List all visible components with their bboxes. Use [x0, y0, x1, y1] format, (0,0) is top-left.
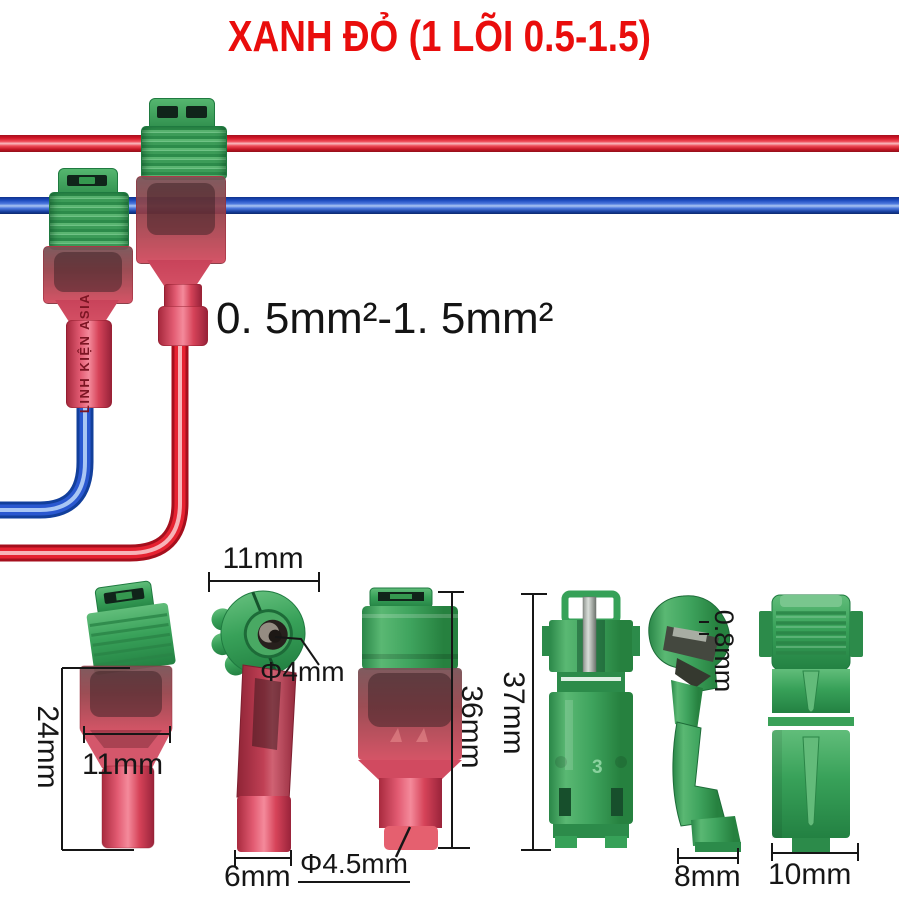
dimension-lines	[61, 667, 171, 851]
ttap-front-view	[542, 590, 640, 848]
diameter-leader-line	[394, 826, 412, 858]
page-title: XANH ĐỎ (1 LÕI 0.5-1.5)	[227, 12, 651, 61]
housing-taper	[55, 300, 119, 322]
green-cap-body	[362, 606, 458, 670]
dimension-lines	[438, 591, 470, 849]
red-sleeve-tip	[237, 796, 291, 852]
figure-front-view	[358, 587, 470, 858]
dim-label-11mm-top: 11mm	[222, 542, 304, 575]
side-tab-left	[759, 611, 772, 657]
dim-label-37mm: 37mm	[497, 671, 530, 755]
dim-label-blade-thickness: 0.8mm	[709, 609, 739, 693]
blade-thickness-ticks	[699, 621, 709, 635]
dim-label-tip-diameter: Φ4.5mm	[298, 848, 410, 883]
lid-slot-right	[186, 106, 207, 118]
red-terminal-sleeve	[101, 765, 155, 849]
housing-taper	[80, 730, 172, 768]
translucent-red-housing	[136, 176, 226, 264]
hole-leader-line	[274, 636, 320, 666]
terminal-silhouette	[90, 671, 162, 717]
bottom-foot	[792, 838, 830, 852]
dimension-lines	[208, 572, 320, 866]
green-ribbed-body	[141, 126, 227, 180]
figure-top-view	[208, 572, 320, 866]
figure-side-view	[61, 580, 176, 851]
red-pigtail-wire	[0, 340, 189, 562]
housing-taper	[147, 260, 213, 286]
brand-watermark: LINH KIỆN ASIA	[77, 292, 92, 414]
dim-label-11mm-width: 11mm	[82, 748, 164, 781]
dimension-lines	[521, 593, 739, 864]
lower-ridge	[802, 736, 820, 827]
figure-ttap-views	[521, 590, 741, 864]
ttap-connector-on-blue-wire: LINH KIỆN ASIA	[42, 166, 133, 442]
blue-pigtail-wire	[0, 395, 94, 519]
side-tab-right	[850, 611, 863, 657]
hinge-bar	[768, 717, 854, 726]
terminal-silhouette	[54, 252, 122, 292]
dim-label-hole-diameter: Φ4mm	[260, 656, 345, 687]
red-terminal-sleeve	[379, 778, 442, 828]
green-ribbed-body	[49, 192, 129, 250]
lid-slot-bar	[79, 177, 95, 184]
dim-label-10mm: 10mm	[768, 858, 852, 891]
dim-label-24mm: 24mm	[31, 705, 64, 789]
green-cap-top-view	[211, 590, 306, 676]
green-cap	[86, 580, 176, 675]
dim-label-36mm: 36mm	[455, 685, 488, 769]
dimension-lines	[771, 843, 859, 861]
dim-label-8mm: 8mm	[674, 860, 741, 893]
connector-size-mark: 3	[592, 757, 603, 778]
ttap-side-view	[648, 595, 741, 852]
dim-label-6mm: 6mm	[224, 860, 291, 893]
red-sleeve-tip	[384, 826, 438, 850]
figure-back-view	[759, 594, 863, 861]
red-terminal-sleeve	[66, 320, 112, 408]
housing-taper	[358, 760, 462, 780]
ttap-connector-on-red-wire	[136, 96, 228, 348]
wire-spec-label: 0. 5mm²-1. 5mm²	[216, 294, 554, 343]
upper-ridge	[802, 670, 820, 713]
terminal-silhouette	[368, 673, 452, 727]
terminal-silhouette	[147, 183, 215, 235]
translucent-red-housing	[43, 246, 133, 304]
lid-slot-left	[157, 106, 178, 118]
red-terminal-sleeve	[158, 306, 208, 346]
